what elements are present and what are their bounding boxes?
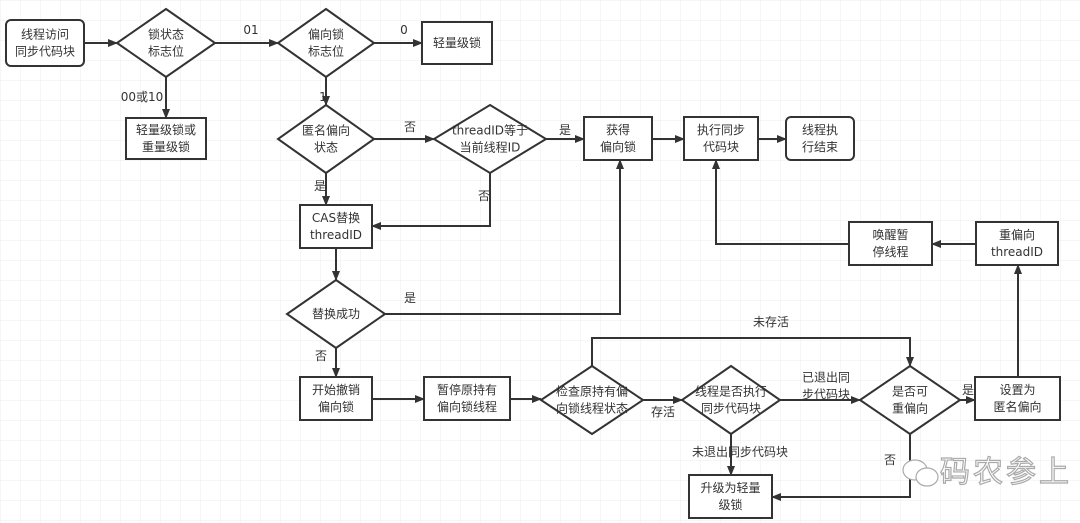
node-label: 同步代码块 [15,45,75,59]
node-label: 偏向锁 [600,139,636,154]
edge-label: 00或10 [121,90,164,104]
decision-label: 同步代码块 [701,402,761,416]
node-label: 执行同步 [697,123,745,137]
node-label: 行结束 [802,140,838,154]
node-label: 轻量级锁或 [136,122,196,137]
node-label: 代码块 [703,140,739,154]
edge-replaceok-to-acquire [385,159,624,315]
edge-label: 未退出同步代码块 [692,445,788,459]
edge-check-to-rebias [591,337,914,367]
decision-label: threadID等于 [452,124,528,138]
decision-label: 匿名偏向 [302,123,350,138]
node-label: 级锁 [718,497,742,512]
watermark-text: 码农参上 [940,455,1072,490]
edge-label: 是 [314,179,326,193]
node-label: 线程访问 [21,27,69,42]
node-label: 重偏向 [999,227,1035,242]
edge-label: 否 [884,453,896,467]
decision-label: 是否可 [892,385,928,399]
node-label: threadID [991,245,1043,259]
node-label: 升级为轻量 [700,481,760,495]
node-label: threadID [310,228,362,242]
edge-label: 存活 [651,405,675,419]
edge-wake-to-exec [712,159,849,245]
decision-label: 标志位 [148,44,184,59]
edge-label: 否 [478,189,490,203]
decision-label: 向锁线程状态 [556,401,628,416]
decision-label: 重偏向 [892,401,928,416]
edge-label: 否 [404,120,416,134]
node-label: 轻量级锁 [433,35,481,50]
node-label: CAS替换 [312,211,360,225]
node-lightweight[interactable]: 轻量级锁 [421,21,493,65]
decision-label: 锁状态 [148,27,184,42]
decision-label: 检查原持有偏 [556,384,628,399]
decision-label: 线程是否执行 [695,384,767,399]
node-label: 线程执 [802,122,838,137]
decision-label: 偏向锁 [308,27,344,42]
node-label: 偏向锁 [318,399,354,414]
node-cas-replace[interactable]: CAS替换 threadID [299,204,373,249]
decision-label: 当前线程ID [460,140,521,155]
edge-label: 未存活 [753,315,789,329]
node-label: 暂停原持有 [437,382,497,397]
edge-label: 1 [319,90,327,104]
edge-label: 是 [962,383,974,397]
edge-label: 否 [315,349,327,363]
node-label: 偏向锁线程 [437,399,497,414]
watermark: 码农参上 [902,454,1072,491]
node-label: 匿名偏向 [993,399,1041,414]
edge-label: 01 [243,23,258,37]
node-label: 开始撤销 [312,382,360,397]
node-label: 设置为 [999,383,1035,397]
edge-label: 步代码块 [802,388,850,402]
decision-label: 替换成功 [312,307,360,321]
edge-threadeq-to-cas [371,173,491,230]
wechat-icon [902,459,939,487]
node-label: 获得 [606,122,630,137]
edge-label: 0 [400,23,408,37]
decision-label: 标志位 [308,44,344,59]
edge-label: 已退出同 [802,371,850,385]
node-label: 重量级锁 [142,139,190,154]
edge-rebias-to-upgrade [771,434,911,501]
decision-label: 状态 [314,141,338,155]
node-rebias-tid[interactable]: 重偏向 threadID [975,221,1059,266]
decision-replace-ok[interactable]: 替换成功 [285,278,387,350]
node-label: 停线程 [872,244,908,259]
edge-label: 是 [559,123,571,137]
node-label: 唤醒暂 [872,228,908,242]
edge-label: 是 [404,291,416,305]
